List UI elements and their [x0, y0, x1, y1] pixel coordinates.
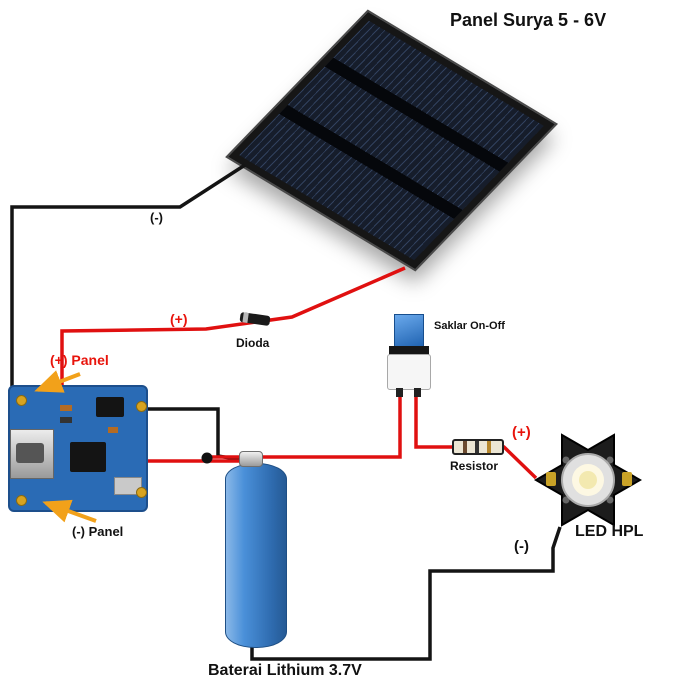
- protection-ic-chip: [96, 397, 124, 417]
- led-positive-label: (+): [512, 424, 531, 441]
- panel-negative-label: (-): [150, 210, 163, 225]
- led-star: [533, 433, 643, 527]
- wire-switch-to-battery-positive: [207, 392, 402, 459]
- on-off-switch: [387, 354, 431, 390]
- switch-label: Saklar On-Off: [434, 320, 505, 332]
- solder-pad: [136, 401, 147, 412]
- switch-pin: [414, 388, 421, 397]
- smd-capacitor: [114, 477, 142, 495]
- wire-panel-positive: [60, 266, 406, 386]
- charge-controller-module: [8, 385, 148, 512]
- usb-slot: [16, 443, 44, 463]
- led-name-label: LED HPL: [575, 523, 644, 540]
- wire-panel-negative: [10, 163, 246, 390]
- battery-positive-terminal: [239, 451, 263, 467]
- solder-pad: [16, 395, 27, 406]
- wire-module-to-battery-negative: [146, 407, 243, 462]
- module-negative-label: (-) Panel: [72, 524, 124, 539]
- switch-button-cap: [394, 314, 424, 348]
- junction-dot: [201, 452, 213, 464]
- solder-pad: [16, 495, 27, 506]
- wire-led-to-battery-negative: [250, 526, 562, 661]
- smd-resistor: [108, 427, 118, 433]
- smd-resistor: [60, 417, 72, 423]
- charge-ic-chip: [70, 442, 106, 472]
- panel-positive-label: (+): [170, 311, 188, 327]
- resistor: [452, 439, 504, 455]
- diode-label: Dioda: [236, 336, 270, 350]
- lithium-battery: [225, 463, 287, 648]
- smd-resistor: [60, 405, 72, 411]
- switch-pin: [396, 388, 403, 397]
- led-negative-label: (-): [514, 538, 529, 555]
- resistor-label: Resistor: [450, 459, 499, 473]
- battery-label: Baterai Lithium 3.7V: [208, 662, 362, 679]
- module-positive-label: (+) Panel: [50, 352, 109, 368]
- diode: [239, 312, 271, 326]
- solder-pad: [136, 487, 147, 498]
- diagram-title: Panel Surya 5 - 6V: [450, 10, 607, 30]
- switch-collar: [389, 346, 429, 356]
